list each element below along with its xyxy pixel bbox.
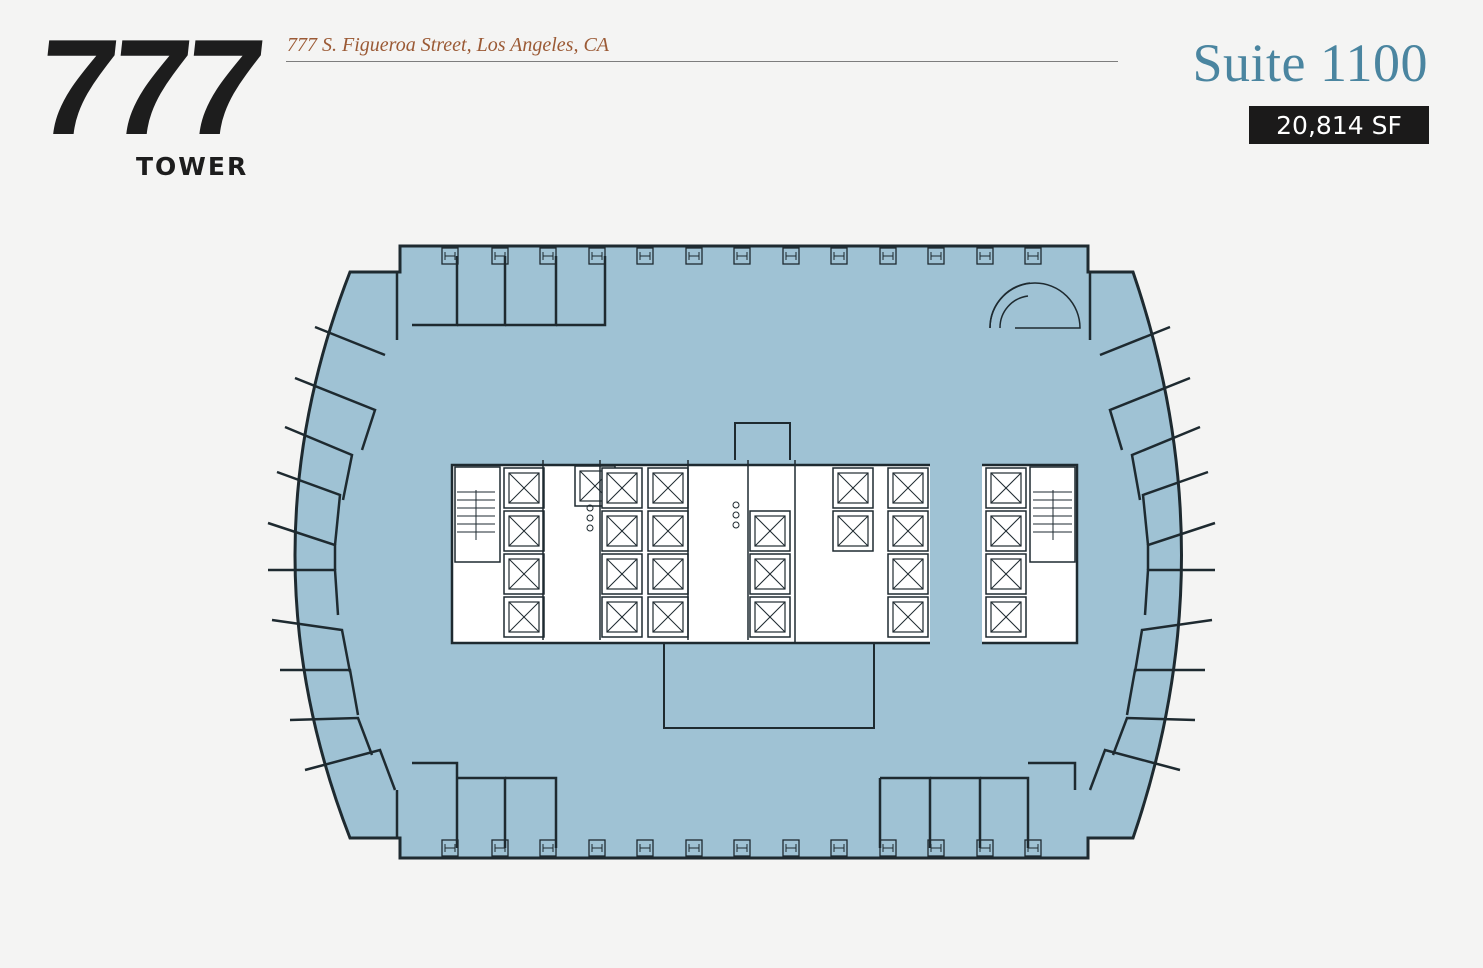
- bottom-offices: [395, 761, 1077, 848]
- tower-logo: 777 TOWER: [30, 11, 276, 181]
- storage-room: [734, 422, 791, 460]
- conference-room: [663, 643, 875, 729]
- logo-subtitle: TOWER: [136, 152, 249, 181]
- area-value: 20,814 SF: [1276, 110, 1402, 140]
- right-offices: [1088, 272, 1216, 791]
- building-core: [450, 460, 1079, 646]
- area-badge: 20,814 SF: [1249, 106, 1429, 144]
- header-divider: [286, 61, 1118, 62]
- suite-title: Suite 1100: [1192, 33, 1428, 93]
- top-offices: [395, 256, 607, 340]
- left-offices: [267, 325, 397, 791]
- spiral-staircase: [989, 282, 1081, 329]
- building-address: 777 S. Figueroa Street, Los Angeles, CA: [287, 34, 610, 56]
